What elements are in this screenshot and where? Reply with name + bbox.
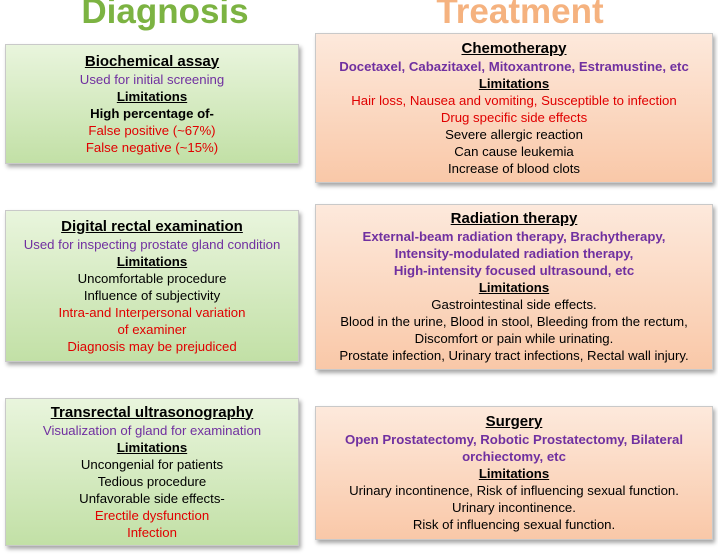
transrectal-ultrasonography-box: Transrectal ultrasonography Visualizatio… [5, 398, 299, 546]
limitation-line: Tedious procedure [97, 473, 207, 489]
limitation-line: Risk of influencing sexual function. [412, 517, 616, 532]
limitation-line: Severe allergic reaction [445, 126, 583, 142]
limitation-line: Can cause leukemia [454, 143, 574, 159]
limitation-line: Influence of subjectivity [83, 287, 221, 303]
box-title: Radiation therapy [450, 210, 578, 227]
box-use: Visualization of gland for examination [42, 422, 262, 438]
limitations-label: Limitations [116, 88, 188, 104]
limitation-line: Uncomfortable procedure [77, 270, 227, 286]
limitation-line: of examiner [117, 321, 187, 337]
limitation-line: High percentage of- [90, 105, 214, 121]
treatment-header: Treatment [436, 0, 604, 31]
limitation-line: Hair loss, Nausea and vomiting, Suscepti… [351, 92, 677, 108]
box-title: Transrectal ultrasonography [50, 403, 254, 421]
limitation-line: Infection [127, 524, 177, 540]
limitation-line: Urinary incontinence, Risk of influencin… [349, 483, 679, 498]
limitation-line: Increase of blood clots [448, 160, 580, 176]
limitations-label: Limitations [478, 466, 550, 481]
box-title: Chemotherapy [461, 39, 567, 57]
limitation-line: Gastrointestinal side effects. [431, 297, 597, 312]
limitation-line: Drug specific side effects [440, 109, 588, 125]
box-title: Biochemical assay [84, 52, 220, 70]
limitation-line: Unfavorable side effects- [79, 490, 225, 506]
limitations-label: Limitations [116, 253, 188, 269]
limitations-label: Limitations [478, 280, 550, 295]
limitations-label: Limitations [116, 439, 188, 455]
box-use: High-intensity focused ultrasound, etc [393, 263, 635, 278]
digital-rectal-exam-box: Digital rectal examination Used for insp… [5, 210, 299, 362]
box-use: orchiectomy, etc [462, 449, 566, 464]
box-use: Open Prostatectomy, Robotic Prostatectom… [344, 432, 684, 447]
limitation-line: Uncongenial for patients [80, 456, 224, 472]
box-use: External-beam radiation therapy, Brachyt… [362, 229, 666, 244]
surgery-box: Surgery Open Prostatectomy, Robotic Pros… [315, 406, 713, 540]
limitation-line: Diagnosis may be prejudiced [67, 338, 237, 354]
limitation-line: Discomfort or pain while urinating. [414, 331, 614, 346]
box-use: Docetaxel, Cabazitaxel, Mitoxantrone, Es… [339, 58, 689, 74]
box-use: Used for initial screening [79, 71, 225, 87]
limitation-line: Urinary incontinence. [452, 500, 576, 515]
diagnosis-header: Diagnosis [81, 0, 249, 31]
limitation-line: False positive (~67%) [88, 122, 216, 138]
biochemical-assay-box: Biochemical assay Used for initial scree… [5, 44, 299, 164]
limitation-line: Prostate infection, Urinary tract infect… [339, 348, 689, 363]
chemotherapy-box: Chemotherapy Docetaxel, Cabazitaxel, Mit… [315, 33, 713, 183]
limitation-line: Intra-and Interpersonal variation [58, 304, 246, 320]
box-use: Intensity-modulated radiation therapy, [394, 246, 634, 261]
box-title: Digital rectal examination [61, 217, 243, 235]
limitation-line: False negative (~15%) [85, 139, 219, 155]
radiation-therapy-box: Radiation therapy External-beam radiatio… [315, 204, 713, 370]
limitation-line: Erectile dysfunction [94, 507, 210, 523]
box-title: Surgery [485, 413, 543, 430]
limitation-line: Blood in the urine, Blood in stool, Blee… [340, 314, 688, 329]
limitations-label: Limitations [478, 75, 550, 91]
box-use: Used for inspecting prostate gland condi… [23, 236, 281, 252]
